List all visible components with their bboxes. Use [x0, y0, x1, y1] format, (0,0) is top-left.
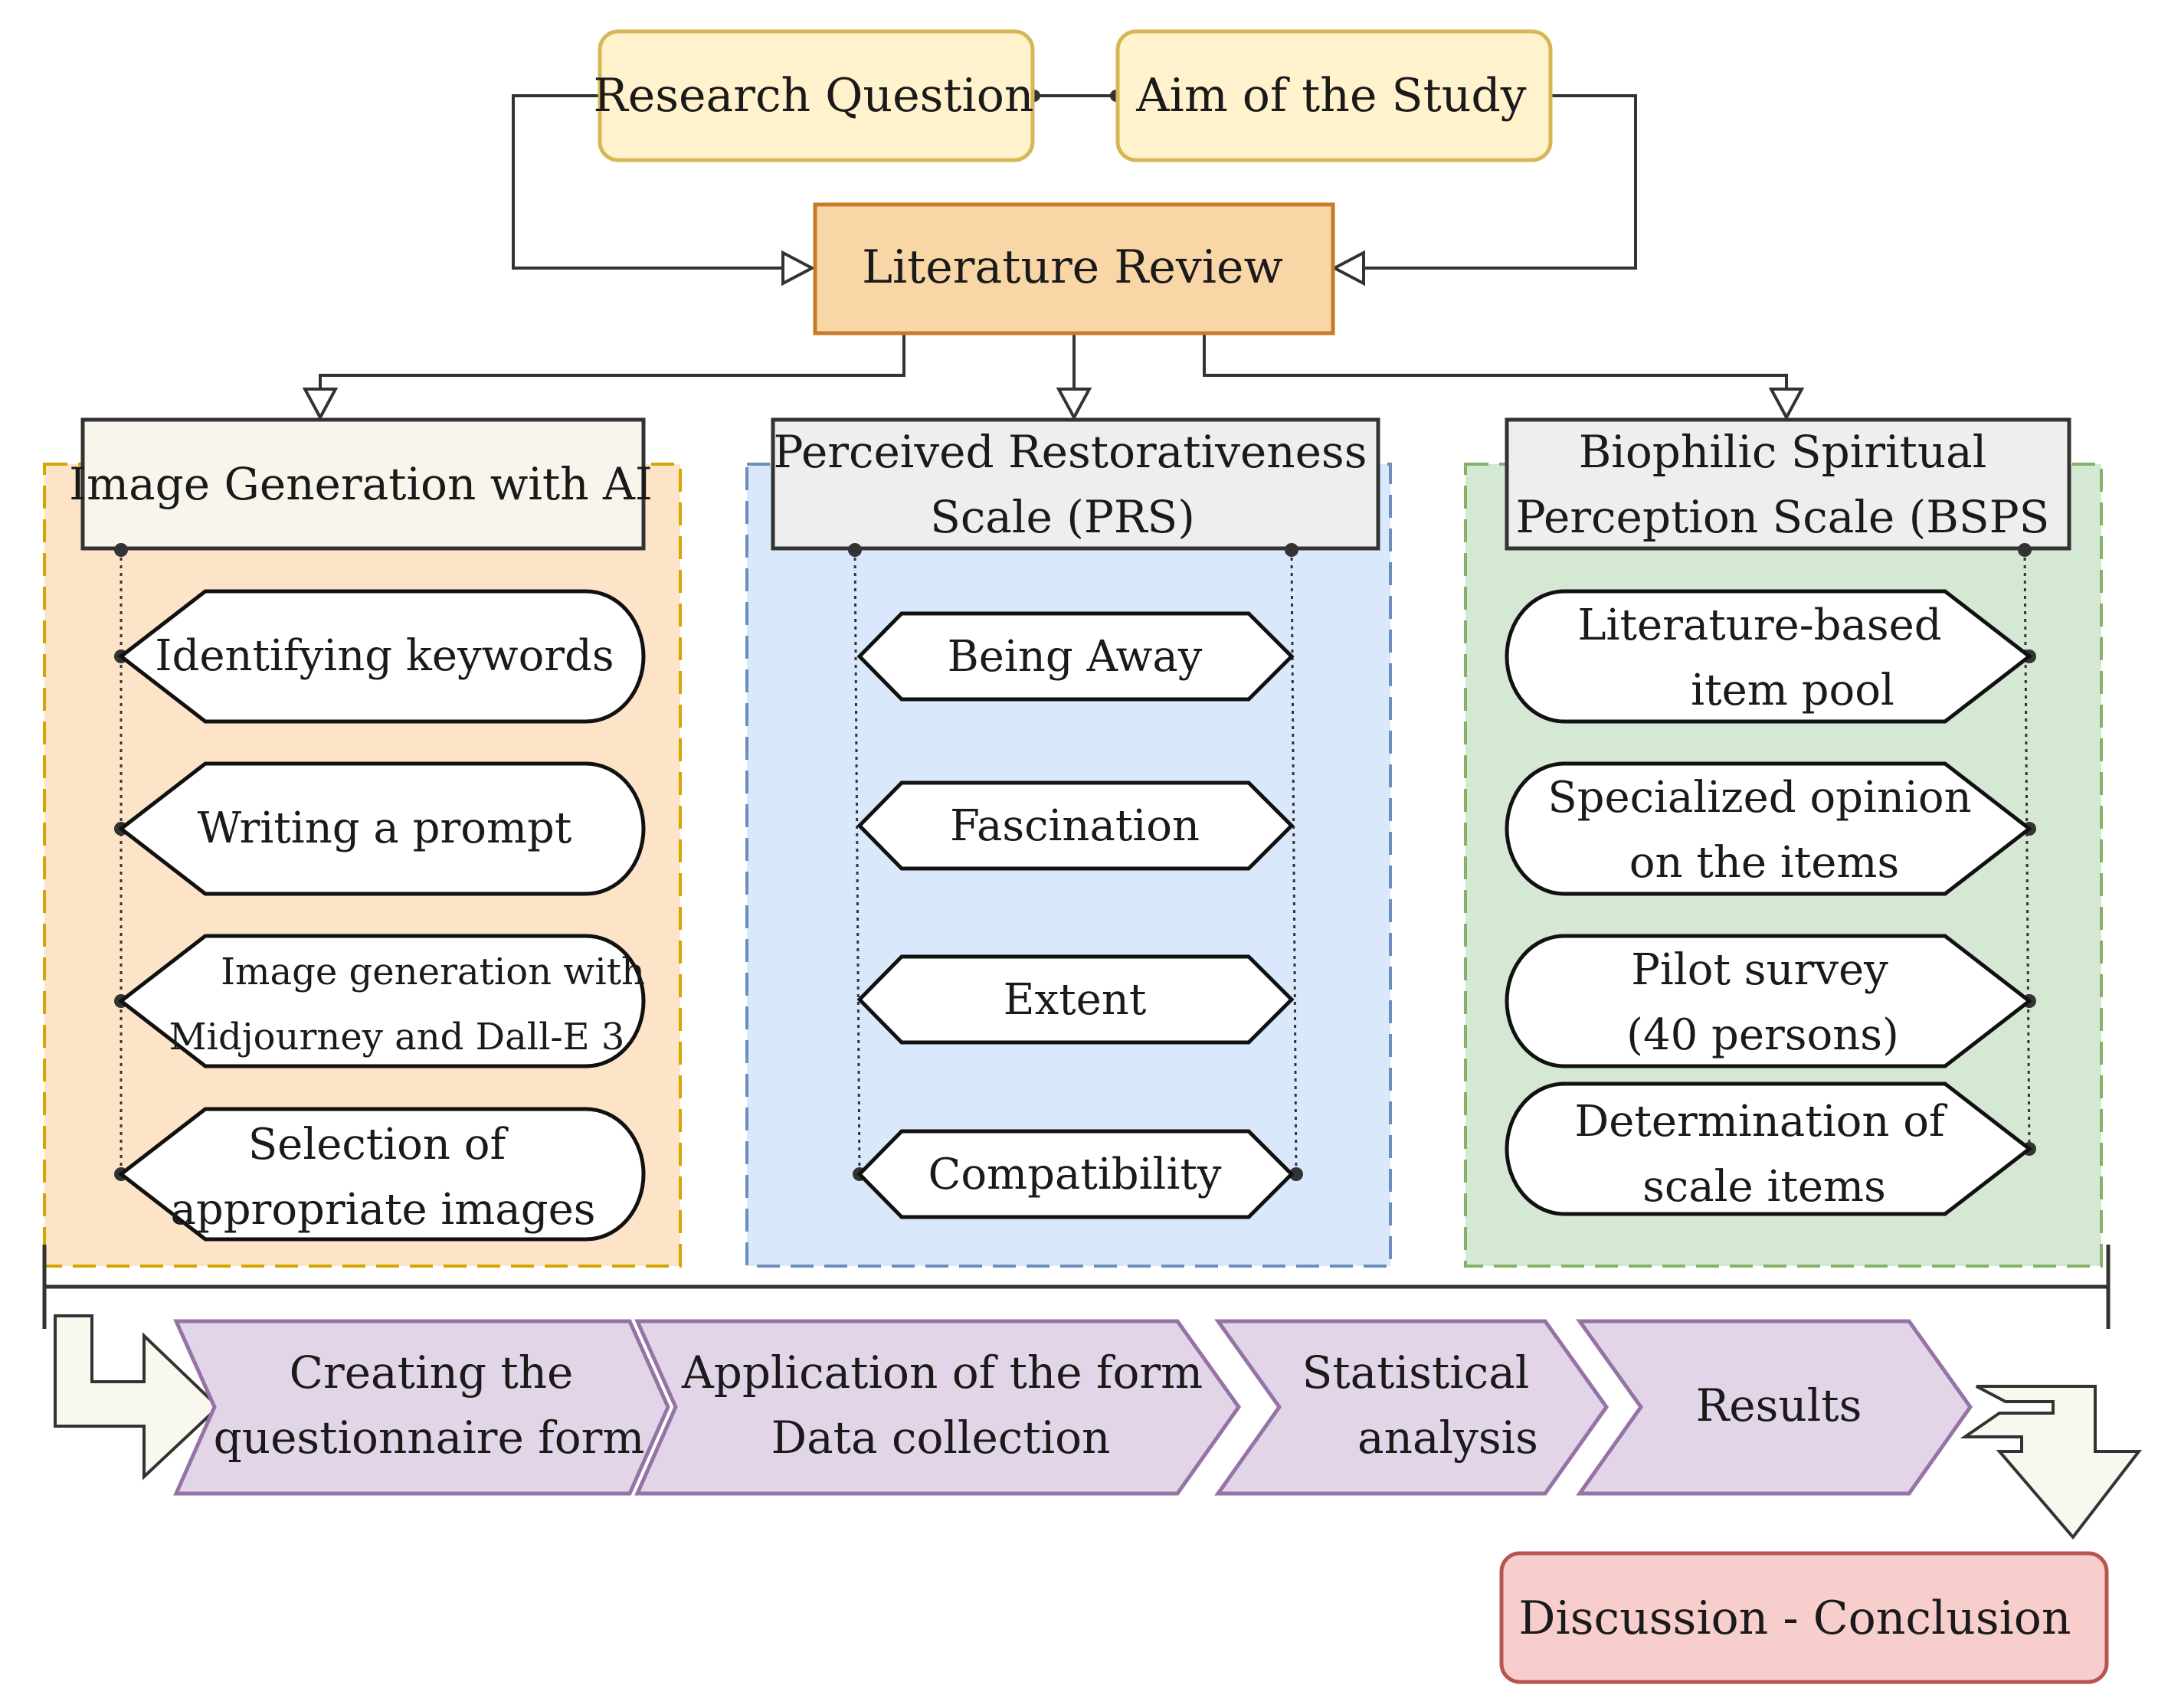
prs-header-box — [771, 417, 1380, 551]
dotted-connectors — [120, 549, 2031, 1176]
process-step-shape — [634, 1319, 1242, 1496]
ai-step-label-line1: Selection of — [248, 1120, 509, 1170]
bsps-step-shape — [1505, 589, 2033, 724]
aim-of-study-label: Aim of the Study — [1135, 69, 1526, 123]
bsps-step-label-line2: item pool — [1691, 666, 1894, 715]
bsps-step-label-line2: (40 persons) — [1626, 1010, 1899, 1060]
bsps-step-label-line2: on the items — [1629, 838, 1900, 888]
ai-step-label: Identifying keywords — [155, 631, 614, 681]
process-step-label-line2: analysis — [1357, 1412, 1538, 1464]
start-arrow-icon — [54, 1314, 221, 1481]
prs-step-label: Compatibility — [928, 1150, 1221, 1199]
bsps-step-shape — [1505, 934, 2033, 1068]
process-step-label: Results — [1696, 1379, 1862, 1432]
conclusion-box — [1499, 1551, 2109, 1684]
arrow-to-ai — [302, 388, 339, 421]
ai-step-label-line2: appropriate images — [170, 1185, 595, 1235]
bsps-steps — [1505, 589, 2033, 1216]
ai-step-label-line2: Midjourney and Dall-E 3 — [169, 1016, 625, 1059]
research-question-label: Research Question — [594, 69, 1034, 123]
process-chevrons — [173, 1319, 1973, 1496]
literature-review-box — [813, 202, 1335, 335]
bsps-step-label-line2: scale items — [1642, 1162, 1886, 1212]
bsps-step-shape — [1505, 761, 2033, 896]
ai-header-title: Image Generation with AI — [69, 458, 653, 510]
prs-step-label: Being Away — [948, 632, 1203, 682]
ai-steps — [117, 589, 646, 1242]
arrow-to-prs — [1056, 388, 1092, 421]
bsps-header-title-line1: Biophilic Spiritual — [1579, 426, 1987, 478]
timeline-bracket — [42, 1245, 2111, 1329]
process-step-label-line1: Application of the form — [681, 1346, 1203, 1399]
ai-step-shape — [117, 589, 646, 724]
ai-step-shape — [117, 1107, 646, 1242]
process-step-label-line1: Creating the — [290, 1346, 574, 1399]
prs-steps — [856, 611, 1295, 1219]
arrow-to-bsps — [1768, 388, 1805, 421]
bsps-step-shape — [1505, 1081, 2033, 1216]
ai-step-label: Writing a prompt — [198, 803, 572, 853]
turn-down-arrow-icon — [1960, 1385, 2143, 1540]
bsps-header-box — [1505, 417, 2071, 551]
process-step-shape — [1214, 1319, 1609, 1496]
prs-step-shape — [856, 954, 1295, 1045]
arrowheads — [302, 250, 1805, 421]
ai-header-box — [80, 417, 646, 551]
aim-of-study-box — [1115, 29, 1553, 162]
prs-header-title-line1: Perceived Restorativeness — [774, 426, 1367, 478]
ai-step-shape — [117, 761, 646, 896]
prs-step-shape — [856, 780, 1295, 871]
process-step-shape — [1576, 1319, 1973, 1496]
prs-header-title-line2: Scale (PRS) — [930, 491, 1195, 543]
prs-step-label: Extent — [1004, 975, 1147, 1025]
prs-step-label: Fascination — [950, 801, 1200, 851]
bsps-step-label-line1: Pilot survey — [1631, 945, 1888, 995]
ai-step-shape — [117, 934, 646, 1068]
research-question-box — [598, 29, 1035, 162]
bsps-step-label-line1: Literature-based — [1577, 600, 1941, 650]
arrow-to-literature-right — [1331, 250, 1365, 286]
top-connectors — [319, 94, 1788, 391]
prs-step-shape — [856, 611, 1295, 702]
process-step-label-line2: Data collection — [771, 1412, 1111, 1464]
ai-step-label-line1: Image generation with — [221, 951, 645, 993]
prs-step-shape — [856, 1129, 1295, 1219]
process-step-shape — [173, 1319, 670, 1496]
bsps-step-label-line1: Determination of — [1574, 1097, 1948, 1147]
process-step-label-line2: questionnaire form — [214, 1412, 645, 1464]
arrow-to-literature-left — [781, 250, 816, 286]
conclusion-label: Discussion - Conclusion — [1518, 1592, 2071, 1645]
process-step-label-line1: Statistical — [1302, 1346, 1530, 1399]
bsps-step-label-line1: Specialized opinion — [1547, 773, 1971, 823]
literature-review-label: Literature Review — [862, 240, 1283, 294]
bsps-header-title-line2: Perception Scale (BSPS — [1516, 491, 2050, 543]
